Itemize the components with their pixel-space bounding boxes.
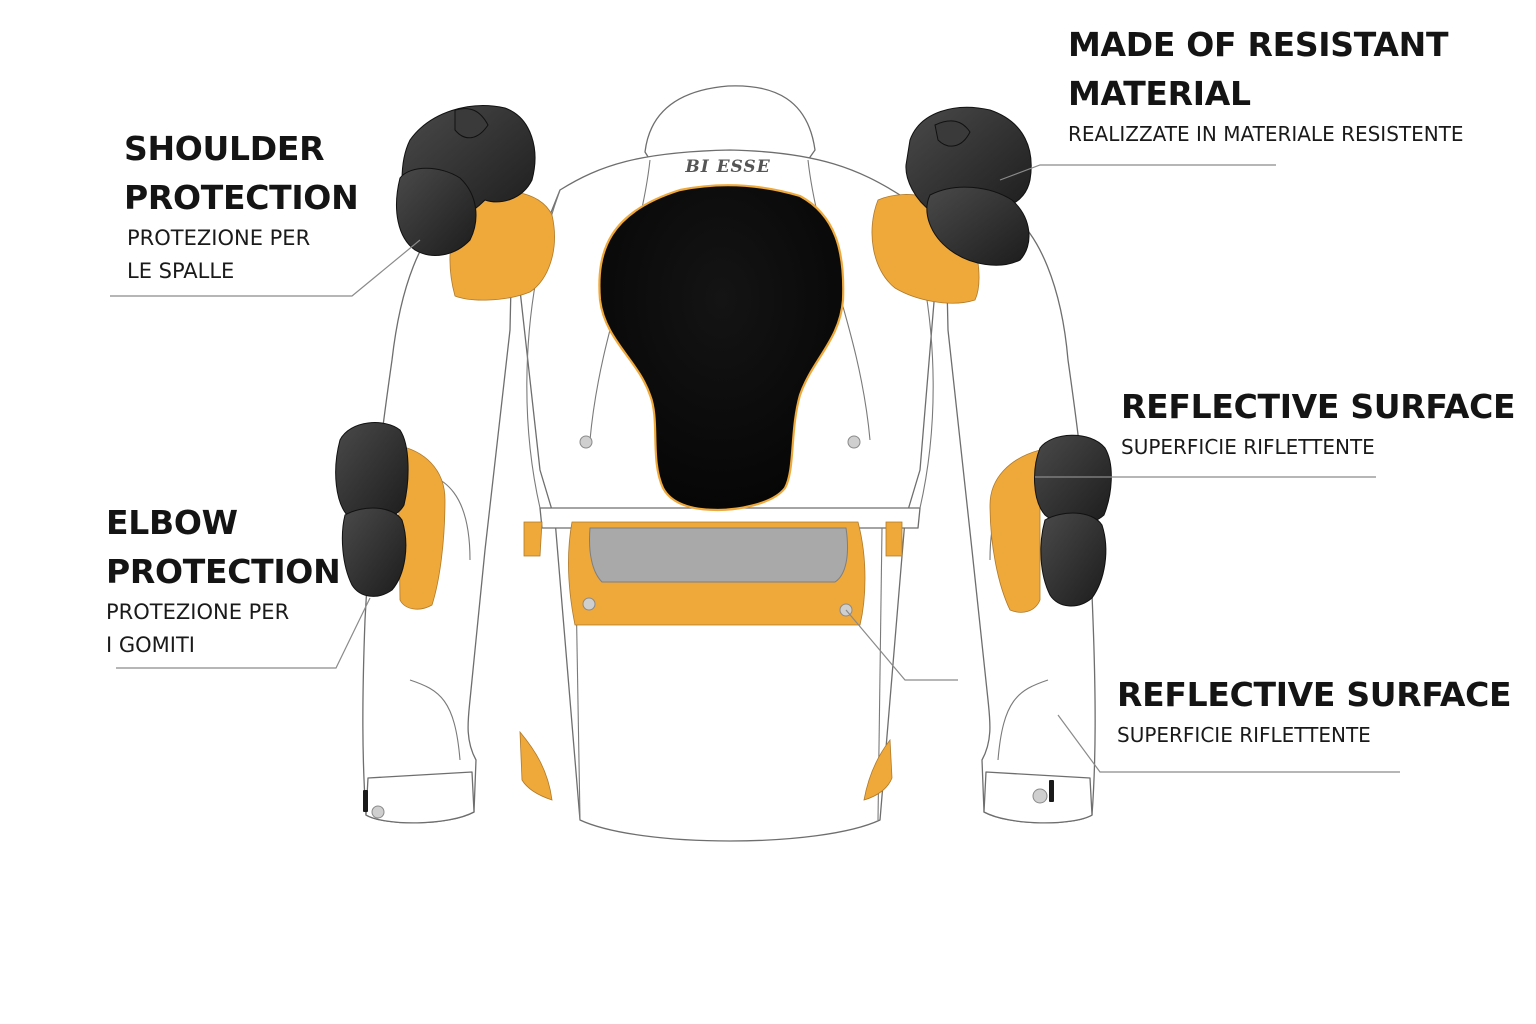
material-leader	[999, 164, 1276, 181]
right-elbow-armor	[1034, 434, 1112, 607]
leader-lines	[110, 164, 1400, 773]
reflective-lower-title-line-1: REFLECTIVE SURFACE	[1117, 675, 1512, 714]
right-side-accent	[885, 521, 903, 557]
left-shoulder-armor	[395, 105, 536, 256]
right-elbow-panel	[989, 449, 1041, 613]
resistant-material-subtitle: REALIZZATE IN MATERIALE RESISTENTE	[1068, 118, 1464, 151]
shoulder-protection-callout: SHOULDER PROTECTION PROTEZIONE PER LE SP…	[124, 124, 359, 288]
snap-buttons	[371, 435, 1048, 819]
shoulder-title-line-1: SHOULDER	[124, 129, 325, 168]
elbow-leader	[116, 597, 371, 669]
elbow-title-line-1: ELBOW	[106, 503, 238, 542]
reflective-upper-title-line-1: REFLECTIVE SURFACE	[1121, 387, 1516, 426]
elbow-protection-title: ELBOW PROTECTION	[106, 498, 341, 596]
resistant-material-callout: MADE OF RESISTANT MATERIAL REALIZZATE IN…	[1068, 20, 1464, 151]
material-title-line-2: MATERIAL	[1068, 74, 1251, 113]
reflective-lower-subtitle-line-1: SUPERFICIE RIFLETTENTE	[1117, 723, 1371, 747]
shoulder-title-line-2: PROTECTION	[124, 178, 359, 217]
elbow-title-line-2: PROTECTION	[106, 552, 341, 591]
cuff-tabs	[363, 780, 1054, 812]
shoulder-subtitle-line-2: LE SPALLE	[127, 259, 235, 283]
left-side-accent	[523, 521, 543, 557]
reflective-upper-subtitle: SUPERFICIE RIFLETTENTE	[1121, 431, 1515, 464]
shoulder-leader	[110, 239, 421, 297]
left-cuff	[365, 771, 475, 824]
material-subtitle-line-1: REALIZZATE IN MATERIALE RESISTENTE	[1068, 122, 1464, 146]
reflective-lower-subtitle: SUPERFICIE RIFLETTENTE	[1117, 719, 1511, 752]
shoulder-subtitle-line-1: PROTEZIONE PER	[127, 226, 311, 250]
back-protector	[598, 184, 845, 512]
brand-logo: BI ESSE	[685, 157, 771, 177]
waist-snap-leader	[845, 609, 958, 681]
reflective-upper-title: REFLECTIVE SURFACE	[1121, 382, 1516, 431]
right-hip-accent	[863, 738, 893, 801]
reflective-surface-lower-callout: REFLECTIVE SURFACE SUPERFICIE RIFLETTENT…	[1117, 670, 1512, 752]
jacket-collar	[644, 85, 816, 161]
shoulder-protection-subtitle: PROTEZIONE PER LE SPALLE	[127, 222, 358, 288]
left-elbow-armor	[335, 422, 409, 597]
left-hip-accent	[519, 730, 553, 801]
reflective-lower-leader	[1057, 714, 1400, 773]
elbow-protection-callout: ELBOW PROTECTION PROTEZIONE PER I GOMITI	[106, 498, 341, 662]
reflective-lower-title: REFLECTIVE SURFACE	[1117, 670, 1512, 719]
elbow-protection-subtitle: PROTEZIONE PER I GOMITI	[106, 596, 340, 662]
elbow-subtitle-line-2: I GOMITI	[106, 633, 196, 657]
reflective-upper-subtitle-line-1: SUPERFICIE RIFLETTENTE	[1121, 435, 1375, 459]
back-mesh-vent	[589, 527, 849, 583]
right-shoulder-armor	[905, 106, 1032, 266]
resistant-material-title: MADE OF RESISTANT MATERIAL	[1068, 20, 1464, 118]
reflective-surface-upper-callout: REFLECTIVE SURFACE SUPERFICIE RIFLETTENT…	[1121, 382, 1516, 464]
shoulder-protection-title: SHOULDER PROTECTION	[124, 124, 359, 222]
elbow-subtitle-line-1: PROTEZIONE PER	[106, 600, 290, 624]
material-title-line-1: MADE OF RESISTANT	[1068, 25, 1449, 64]
